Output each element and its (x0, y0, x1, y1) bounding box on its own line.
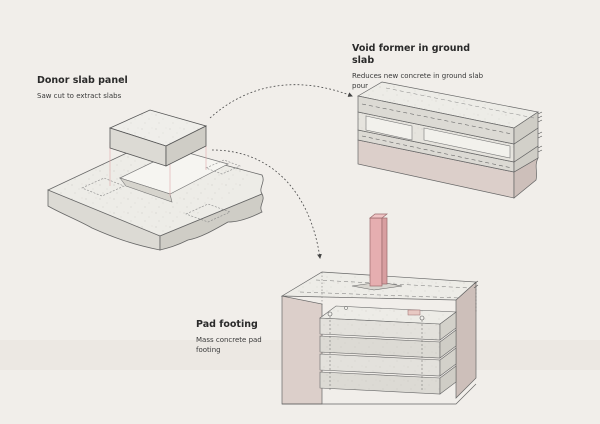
void-former-label: Void former in ground slab Reduces new c… (352, 43, 487, 91)
donor-slab-label: Donor slab panel Saw cut to extract slab… (37, 75, 157, 102)
pad-soil-right (455, 281, 477, 399)
donor-lifted-block-right (165, 125, 207, 167)
donor-slab-title: Donor slab panel (37, 75, 128, 86)
pad-soil-back-left (281, 295, 323, 405)
void-former-title: Void former in ground slab (352, 43, 471, 66)
donor-slab-description: Saw cut to extract slabs (37, 92, 122, 100)
pad-footing-label: Pad footing Mass concrete pad footing (196, 319, 286, 355)
steel-column (369, 217, 383, 287)
pad-footing-title: Pad footing (196, 319, 258, 330)
donor-slab-panel-drawing (47, 109, 264, 251)
pad-footing-description: Mass concrete pad footing (196, 336, 262, 354)
donor-base-front-right (159, 193, 264, 251)
arrow-donor-to-pad (211, 149, 322, 259)
pad-slab-stack (319, 305, 457, 395)
void-former-block-1 (365, 115, 413, 141)
arrow-donor-to-void (209, 84, 353, 119)
donor-base-front-left (47, 189, 161, 251)
void-former-drawing (357, 81, 543, 199)
void-former-block-2 (423, 127, 511, 159)
pad-footing-drawing (280, 213, 479, 405)
void-former-description: Reduces new concrete in ground slab pour (352, 72, 484, 90)
